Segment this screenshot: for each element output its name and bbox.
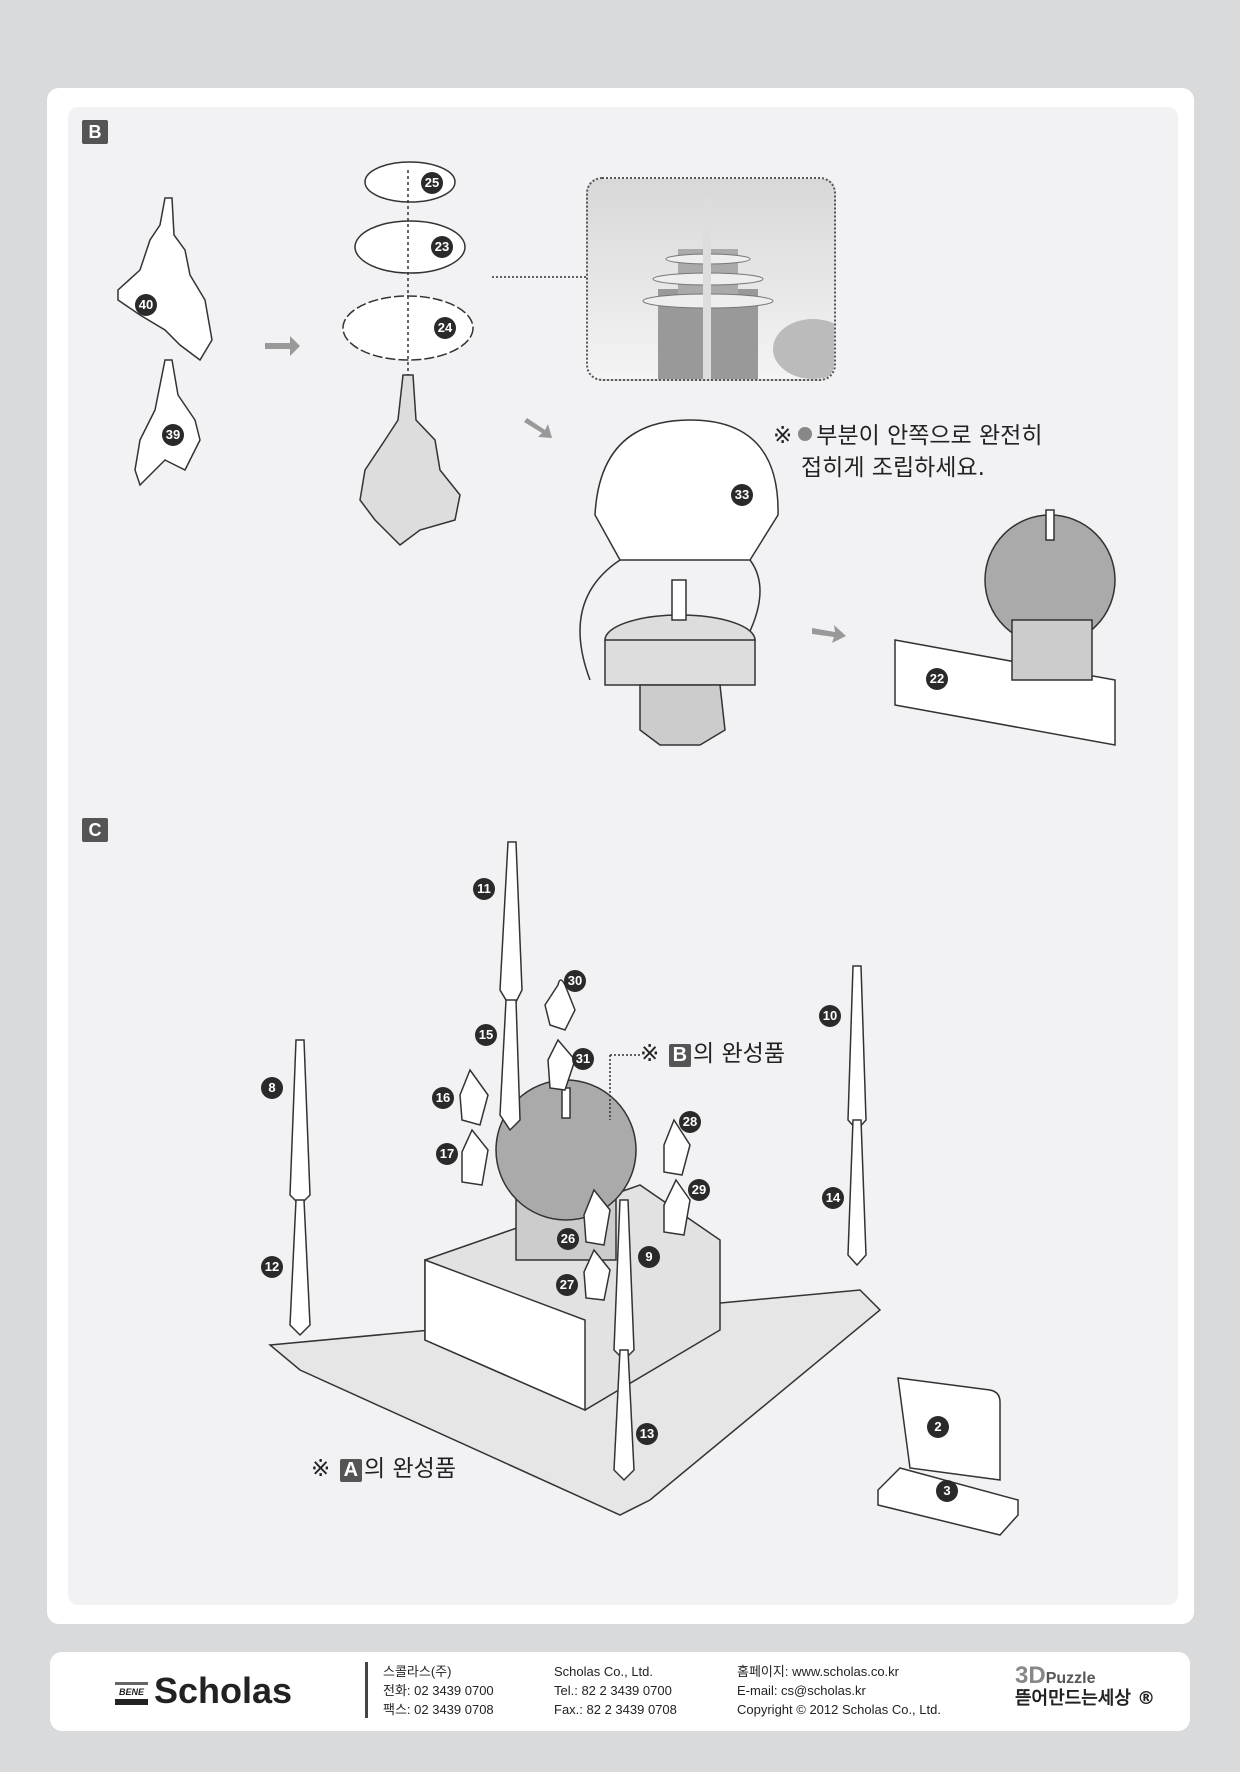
company-name-en: Scholas Co., Ltd. <box>554 1664 653 1679</box>
note-text: 의 완성품 <box>693 1041 785 1067</box>
section-b-label: B <box>82 120 108 144</box>
logo-bene: BENE <box>115 1681 149 1705</box>
company-name-kr: 스콜라스(주) <box>383 1664 452 1679</box>
logo-text: Scholas <box>154 1670 293 1711</box>
note-mark: ※ <box>311 1456 331 1482</box>
dot-icon <box>798 427 813 441</box>
brand-3d: 3D <box>1015 1662 1046 1689</box>
minaret-13 <box>613 1349 635 1482</box>
part-number-40: 40 <box>135 294 157 316</box>
small-tower-29 <box>663 1178 691 1236</box>
spire-assembly-shape <box>359 374 461 546</box>
part-number-3: 3 <box>936 1480 958 1502</box>
small-tower-27 <box>583 1248 611 1301</box>
part-number-26: 26 <box>557 1228 579 1250</box>
part-2-sign <box>897 1377 1001 1481</box>
brand-puzzle: Puzzle <box>1045 1670 1096 1687</box>
minaret-12 <box>289 1199 311 1337</box>
footer-web-contact: 홈페이지: www.scholas.co.kr E-mail: cs@schol… <box>737 1662 941 1719</box>
part-number-13: 13 <box>636 1423 658 1445</box>
reference-photo <box>586 177 836 381</box>
part-number-39: 39 <box>162 424 184 446</box>
part-number-9: 9 <box>638 1246 660 1268</box>
footer-divider <box>365 1662 368 1718</box>
homepage[interactable]: 홈페이지: www.scholas.co.kr <box>737 1664 899 1679</box>
part-number-23: 23 <box>431 236 453 258</box>
part-40-shape <box>117 197 213 362</box>
section-c-label: C <box>82 818 108 842</box>
note-text: 의 완성품 <box>364 1456 456 1482</box>
arrow-icon <box>265 336 300 356</box>
footer-korean-contact: 스콜라스(주) 전화: 02 3439 0700 팩스: 02 3439 070… <box>383 1662 494 1719</box>
copyright: Copyright © 2012 Scholas Co., Ltd. <box>737 1702 941 1717</box>
part-33-dome <box>594 419 779 561</box>
small-tower-28 <box>663 1118 691 1176</box>
part-39-shape <box>134 359 201 487</box>
part-number-25: 25 <box>421 172 443 194</box>
minaret-11 <box>499 841 523 1012</box>
part-23-shape <box>354 220 466 274</box>
small-tower-26 <box>583 1188 611 1246</box>
part-number-27: 27 <box>556 1274 578 1296</box>
footer-english-contact: Scholas Co., Ltd. Tel.: 82 2 3439 0700 F… <box>554 1662 677 1719</box>
part-number-12: 12 <box>261 1256 283 1278</box>
part-number-8: 8 <box>261 1077 283 1099</box>
arrow-icon <box>524 418 552 438</box>
fax-en: Fax.: 82 2 3439 0708 <box>554 1702 677 1717</box>
small-tower-30 <box>544 979 576 1031</box>
part-number-2: 2 <box>927 1416 949 1438</box>
section-b-box: B <box>668 1044 692 1067</box>
email[interactable]: E-mail: cs@scholas.kr <box>737 1683 866 1698</box>
brand-korean: 뜯어만드는세상 ® <box>1015 1688 1156 1709</box>
minaret-15 <box>499 999 521 1132</box>
part-number-14: 14 <box>822 1187 844 1209</box>
arrow-icon <box>812 625 846 643</box>
small-tower-17 <box>461 1128 489 1186</box>
minaret-10 <box>847 965 867 1132</box>
note-line-2: 접히게 조립하세요. <box>801 455 985 481</box>
part-number-33: 33 <box>731 484 753 506</box>
part-number-22: 22 <box>926 668 948 690</box>
part-number-30: 30 <box>564 970 586 992</box>
part-number-24: 24 <box>434 317 456 339</box>
minaret-14 <box>847 1119 867 1267</box>
part-number-17: 17 <box>436 1143 458 1165</box>
phone-kr: 전화: 02 3439 0700 <box>383 1683 494 1698</box>
part-number-31: 31 <box>572 1048 594 1070</box>
minaret-8 <box>289 1039 311 1207</box>
part-number-10: 10 <box>819 1005 841 1027</box>
3d-puzzle-logo: 3DPuzzle 뜯어만드는세상 ® <box>1015 1662 1155 1710</box>
part-number-11: 11 <box>473 878 495 900</box>
part-number-29: 29 <box>688 1179 710 1201</box>
note-mark: ※ <box>773 423 793 449</box>
phone-en: Tel.: 82 2 3439 0700 <box>554 1683 672 1698</box>
note-mark: ※ <box>640 1041 660 1067</box>
part-number-28: 28 <box>679 1111 701 1133</box>
fax-kr: 팩스: 02 3439 0708 <box>383 1702 494 1717</box>
note-line-1: 부분이 안쪽으로 완전히 <box>816 423 1043 449</box>
part-number-15: 15 <box>475 1024 497 1046</box>
footer <box>50 1652 1190 1731</box>
small-tower-16 <box>459 1068 489 1126</box>
part-number-16: 16 <box>432 1087 454 1109</box>
section-a-box: A <box>339 1459 363 1482</box>
assembly-note-b: ※ 부분이 안쪽으로 완전히 접히게 조립하세요. <box>773 420 1043 484</box>
